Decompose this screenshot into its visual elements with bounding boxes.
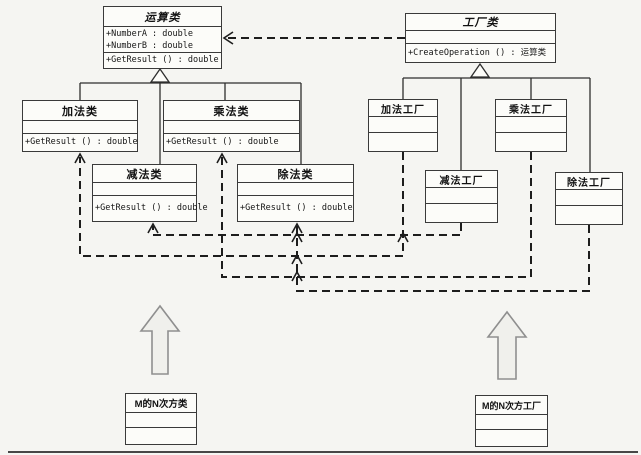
big-up-arrow-left-icon	[139, 304, 181, 375]
operation: +GetResult () : double	[25, 137, 138, 147]
line-hop-icon	[291, 253, 303, 265]
big-up-arrow-right-icon	[486, 310, 528, 380]
class-box-factory: 工厂类 +CreateOperation () : 运算类	[405, 13, 556, 63]
class-box-multiply: 乘法类 +GetResult () : double	[163, 100, 300, 152]
class-title: M的N次方类	[126, 394, 196, 413]
dependency-arrowhead-mulclass-icon	[216, 152, 228, 164]
attribute: +NumberA : double	[106, 28, 193, 39]
class-attributes	[238, 183, 353, 196]
class-title: 工厂类	[406, 14, 555, 31]
class-operations	[556, 206, 622, 223]
class-box-multiply-factory: 乘法工厂	[495, 99, 567, 152]
class-attributes	[426, 188, 497, 204]
class-box-power: M的N次方类	[125, 393, 197, 445]
class-box-add: 加法类 +GetResult () : double	[22, 100, 138, 152]
class-operations: +GetResult () : double	[238, 196, 353, 220]
dependency-arrowhead-addclass-icon	[74, 152, 86, 164]
class-title: 运算类	[104, 7, 221, 27]
line-hop-icon	[291, 231, 303, 243]
line-hop-icon	[397, 231, 409, 243]
class-title: 加法工厂	[369, 100, 437, 117]
class-attributes	[23, 121, 137, 134]
class-attributes	[164, 121, 299, 134]
generalization-triangle-factory	[469, 62, 491, 78]
class-title: 乘法类	[164, 101, 299, 121]
class-title: 减法类	[93, 165, 196, 183]
class-operations	[476, 430, 547, 445]
class-title: M的N次方工厂	[476, 396, 547, 415]
class-attributes: +NumberA : double +NumberB : double	[104, 27, 221, 53]
operation: +GetResult () : double	[166, 137, 279, 147]
class-operations	[496, 133, 566, 150]
class-attributes	[406, 31, 555, 44]
dependency-subfactory-to-subclass	[152, 223, 462, 236]
operation: +CreateOperation () : 运算类	[408, 47, 547, 58]
class-box-subtract: 减法类 +GetResult () : double	[92, 164, 208, 222]
class-operations	[369, 133, 437, 150]
operation: +GetResult () : double	[106, 55, 219, 65]
class-title: 减法工厂	[426, 171, 497, 188]
class-box-divide: 除法类 +GetResult () : double	[237, 164, 354, 222]
dependency-mulfactory-to-mulclass	[221, 152, 532, 278]
dependency-arrowhead-subclass-icon	[147, 222, 159, 234]
class-attributes	[369, 117, 437, 133]
class-operations: +GetResult () : double	[23, 134, 138, 150]
class-operations: +CreateOperation () : 运算类	[406, 44, 555, 61]
line-hop-icon	[291, 270, 303, 282]
attribute: +NumberB : double	[106, 40, 193, 51]
class-operations: +GetResult () : double	[164, 134, 299, 150]
operation: +GetResult () : double	[240, 203, 353, 213]
class-attributes	[476, 415, 547, 430]
class-attributes	[496, 117, 566, 133]
dependency-addfactory-to-addclass	[79, 152, 404, 257]
class-operations: +GetResult () : double	[93, 196, 208, 220]
operation: +GetResult () : double	[95, 203, 208, 213]
class-attributes	[93, 183, 196, 196]
class-title: 除法类	[238, 165, 353, 183]
class-title: 加法类	[23, 101, 137, 121]
class-attributes	[556, 190, 622, 206]
dependency-arrowhead-left-icon	[222, 31, 234, 45]
scan-page-edge	[8, 451, 638, 453]
class-box-power-factory: M的N次方工厂	[475, 395, 548, 447]
class-operations	[426, 204, 497, 221]
class-box-add-factory: 加法工厂	[368, 99, 438, 152]
class-title: 乘法工厂	[496, 100, 566, 117]
generalization-triangle-operation	[149, 67, 171, 83]
class-operations	[126, 428, 196, 443]
dependency-arrowhead-divclass-icon	[291, 222, 303, 234]
class-box-operation: 运算类 +NumberA : double +NumberB : double …	[103, 6, 222, 69]
dependency-divfactory-to-divclass	[296, 225, 590, 292]
class-box-subtract-factory: 减法工厂	[425, 170, 498, 223]
class-title: 除法工厂	[556, 173, 622, 190]
class-box-divide-factory: 除法工厂	[555, 172, 623, 225]
class-attributes	[126, 413, 196, 428]
class-operations: +GetResult () : double	[104, 53, 221, 67]
